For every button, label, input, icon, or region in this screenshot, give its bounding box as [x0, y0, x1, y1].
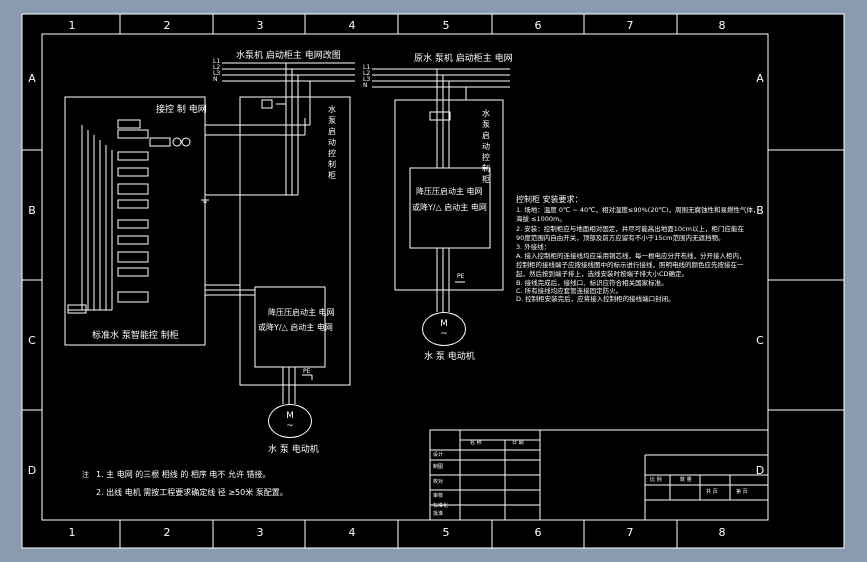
left-motor-label: 水 泵 电动机: [268, 445, 319, 455]
requirement-line: 海拔 ≤1000m。: [516, 215, 566, 223]
col-label: 4: [348, 19, 356, 32]
requirement-line: 1. 场地：温度 0℃ ~ 40℃，相对湿度≤90%(20℃)，周围无腐蚀性和易…: [516, 206, 760, 214]
bus-label: N: [363, 82, 368, 89]
left-starter-line2: 或降Y/△ 启动主 电网: [258, 323, 333, 332]
motor-ac: ~: [286, 421, 294, 431]
left-motor-leads: [282, 367, 313, 404]
title-block-cell: 比 例: [650, 477, 662, 483]
col-label: 7: [626, 19, 634, 32]
bus-label: L1: [363, 64, 371, 71]
right-starter-line2: 或降Y/△ 启动主 电网: [412, 203, 487, 212]
right-motor-symbol: M ~: [422, 312, 466, 346]
col-label: 8: [718, 19, 726, 32]
left-wiring: [201, 99, 310, 296]
col-label: 2: [163, 19, 171, 32]
col-label: 1: [68, 19, 76, 32]
right-bus-lines: [372, 68, 510, 168]
row-label: A: [756, 72, 764, 85]
right-starter-line1: 降压压启动主 电网: [416, 187, 483, 196]
left-starter-box: [254, 286, 326, 368]
title-block-label: 审核: [433, 493, 444, 499]
control-box-outline: [64, 96, 206, 346]
outer-frame: [21, 13, 845, 549]
col-label: 5: [442, 19, 450, 32]
motor-letter: M: [440, 319, 448, 329]
requirement-line: C. 所有接线均应套管连接固定防火。: [516, 287, 623, 295]
note-line-1: 1. 主 电网 的三根 相线 的 相序 电不 允许 错接。: [96, 470, 271, 479]
row-label: D: [27, 464, 37, 477]
bus-label: L3: [213, 70, 221, 77]
right-motor-label: 水 泵 电动机: [424, 352, 475, 362]
note-line-2: 2. 出线 电机 需按工程要求确定线 径 ≥50米 泵配置。: [96, 488, 288, 497]
control-box-title: 接控 制 电网: [156, 105, 207, 115]
col-label: 6: [534, 19, 542, 32]
right-motor-leads: [429, 111, 465, 312]
row-label: B: [28, 204, 36, 217]
left-starter-line1: 降压压启动主 电网: [268, 308, 335, 317]
bus-label: L3: [363, 76, 371, 83]
title-block-cell: 第 页: [736, 489, 748, 495]
requirement-line: A. 接入控制柜的连接线均应采用铜芯线，每一根电应分开布线，分开接入柜内，: [516, 252, 746, 260]
row-label: B: [756, 204, 764, 217]
title-block-label: 批准: [433, 511, 444, 517]
title-block-label: 标准化: [433, 503, 449, 509]
title-block-header: 日 期: [512, 440, 524, 446]
row-label: D: [755, 464, 765, 477]
control-box-internals: [67, 119, 191, 314]
row-label: A: [28, 72, 36, 85]
requirement-line: 90度范围内自由开关，顶部及前方应留有不小于15cm范围内无遮挡物。: [516, 234, 725, 242]
left-pe-label: PE: [303, 368, 311, 375]
left-cabinet-label: 水泵启动控制柜: [328, 105, 336, 180]
bus-label: L2: [363, 70, 371, 77]
requirement-line: 3. 外接线：: [516, 243, 551, 251]
col-label: 8: [718, 526, 726, 539]
title-block-cell: 数 量: [680, 477, 692, 483]
col-label: 1: [68, 526, 76, 539]
paper-area: [22, 14, 844, 548]
control-box-caption: 标准水 泵智能控 制柜: [92, 331, 179, 341]
title-block-label: 制图: [433, 464, 444, 470]
right-diagram-title: 原水 泵机 启动柜主 电网: [414, 54, 513, 64]
bus-label: L2: [213, 64, 221, 71]
left-bus-lines: [222, 62, 355, 125]
left-diagram-title: 水泵机 启动柜主 电网改图: [236, 51, 341, 61]
title-block-label: 设计: [433, 452, 444, 458]
motor-ac: ~: [440, 329, 448, 339]
right-pe-label: PE: [457, 273, 465, 280]
col-label: 3: [256, 19, 264, 32]
grid-ticks: [22, 14, 844, 548]
bus-label: L1: [213, 58, 221, 65]
col-label: 3: [256, 526, 264, 539]
title-block-lines: [429, 429, 769, 521]
title-block-label: 校对: [433, 479, 444, 485]
title-block-cell: 共 页: [706, 489, 718, 495]
motor-letter: M: [286, 411, 294, 421]
notes-prefix: 注: [82, 471, 89, 479]
row-label: C: [28, 334, 36, 347]
title-block-header: 名 称: [470, 440, 482, 446]
col-label: 2: [163, 526, 171, 539]
requirement-line: D. 控制柜安装完后，应将接入控制柜的接线端口封闭。: [516, 295, 675, 303]
row-label: C: [756, 334, 764, 347]
col-label: 7: [626, 526, 634, 539]
requirement-line: B. 接线完成后，接线口、标识应符合相关国家标准。: [516, 279, 668, 287]
requirement-line: 控制柜的接线端子应按接线图中的标示进行接线，照明电线的颜色应先按接在一: [516, 261, 744, 269]
right-cabinet-label: 水泵启动控制柜: [482, 109, 490, 184]
left-motor-symbol: M ~: [268, 404, 312, 438]
bus-label: N: [213, 76, 218, 83]
right-starter-box: [409, 167, 491, 249]
inner-frame: [41, 33, 769, 521]
requirements-title: 控制柜 安装要求：: [516, 195, 583, 204]
col-label: 6: [534, 526, 542, 539]
col-label: 5: [442, 526, 450, 539]
requirement-line: 起，然后按到端子排上，选线安装时按端子排大小CD确定。: [516, 270, 689, 278]
requirement-line: 2. 安装：控制柜应与地面相对固定，并尽可能高出地面10cm以上，柜门应能在: [516, 225, 744, 233]
col-label: 4: [348, 526, 356, 539]
